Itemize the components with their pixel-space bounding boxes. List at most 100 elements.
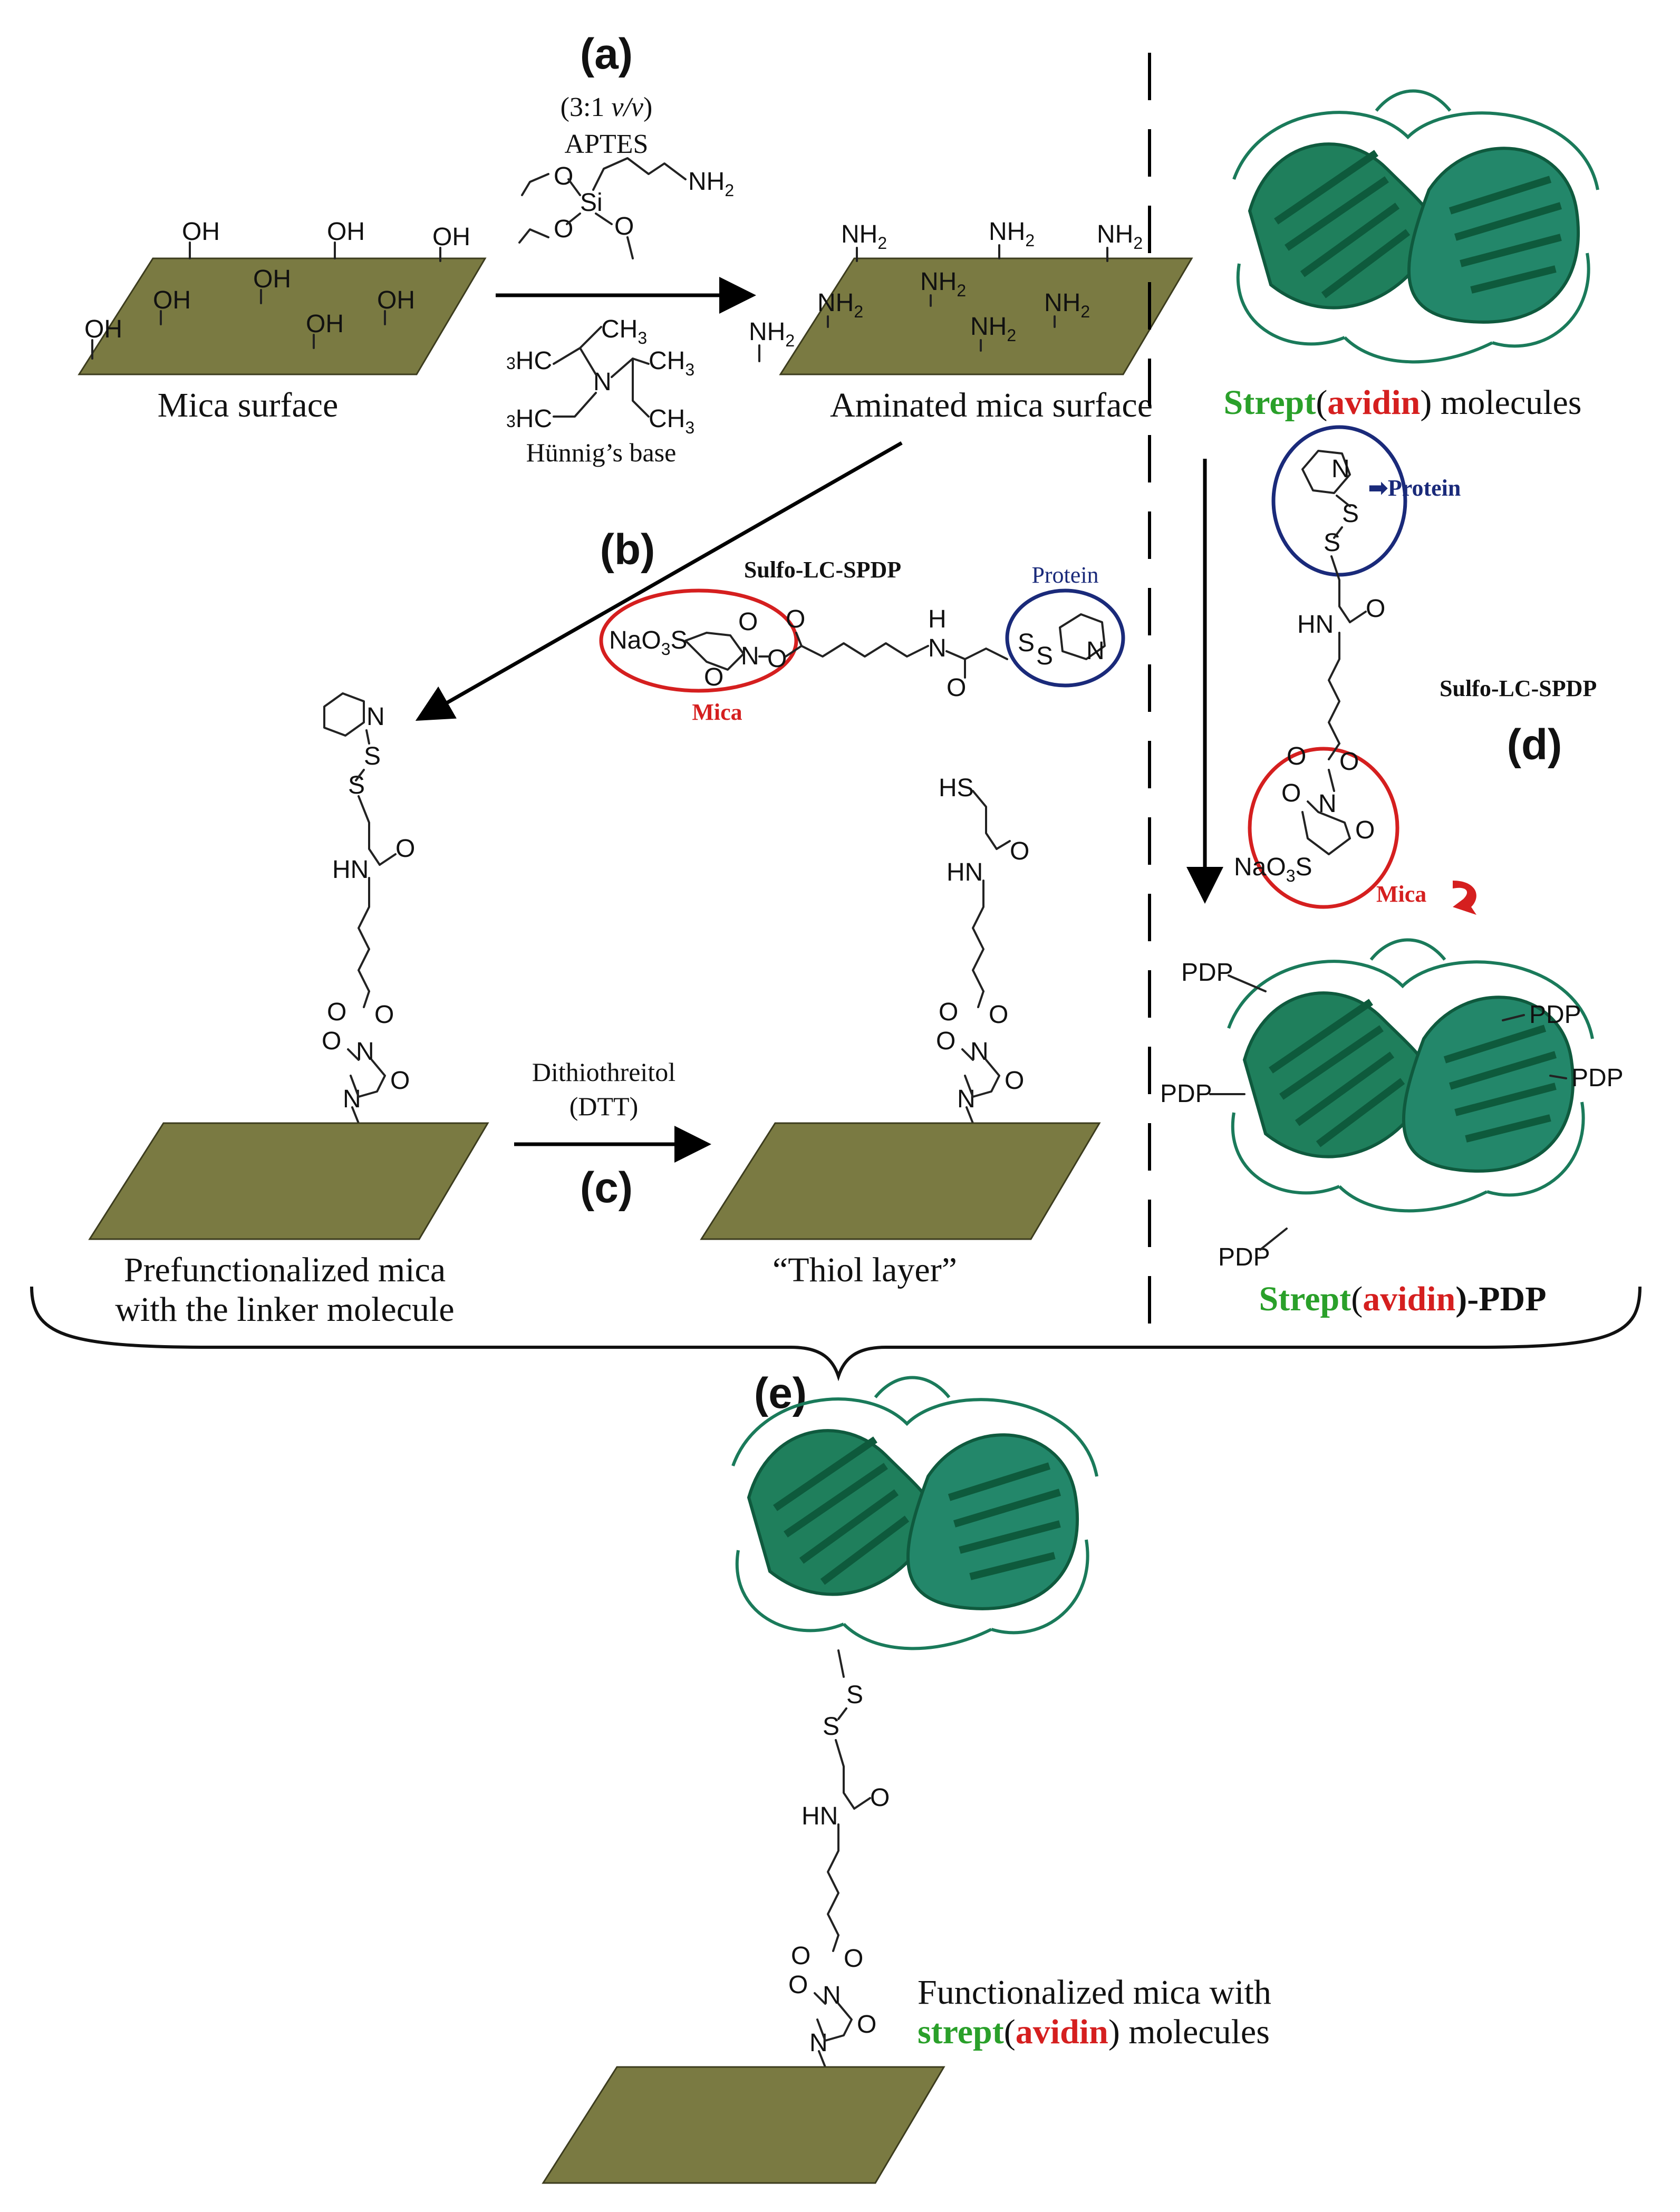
- aminated-surface-caption: Aminated mica surface: [830, 386, 1153, 424]
- svg-text:O: O: [390, 1067, 410, 1095]
- svg-text:NaO3S: NaO3S: [609, 626, 688, 659]
- svg-text:O: O: [374, 1001, 394, 1029]
- svg-text:O: O: [1005, 1067, 1024, 1095]
- protein-reactive-ring: [1271, 425, 1407, 577]
- svg-text:O: O: [870, 1784, 890, 1812]
- svg-text:PDP: PDP: [1529, 1001, 1581, 1029]
- svg-text:S: S: [364, 742, 381, 770]
- functionalized-caption-1: Functionalized mica with: [918, 1973, 1271, 2012]
- thiol-mica: [700, 1122, 1101, 1240]
- svg-text:S: S: [1018, 629, 1035, 657]
- protein-tag-b: Protein: [1031, 562, 1098, 588]
- mica-reactive-ring-b: [599, 588, 798, 693]
- pdp-groups: PDP PDP PDP PDP PDP: [1160, 959, 1624, 1271]
- svg-text:PDP: PDP: [1181, 959, 1233, 987]
- aminated-mica-surface: [779, 257, 1193, 375]
- panel-label-b: (b): [600, 526, 655, 574]
- hunig-base-label: Hünnig’s base: [526, 438, 677, 467]
- svg-text:O: O: [857, 2011, 876, 2039]
- svg-text:O: O: [554, 215, 573, 243]
- linker-attached-left: N S S HN O O O N O O N: [322, 692, 415, 1124]
- svg-text:NH2: NH2: [688, 168, 734, 200]
- functionalized-mica: [542, 2066, 945, 2184]
- svg-text:O: O: [1355, 816, 1375, 844]
- svg-text:HN: HN: [802, 1802, 838, 1830]
- svg-text:S: S: [1036, 642, 1053, 670]
- svg-text:S: S: [846, 1681, 863, 1709]
- svg-text:O: O: [322, 1027, 341, 1055]
- protein-arrow-tag: ➡Protein: [1368, 475, 1461, 501]
- svg-text:OH: OH: [432, 223, 470, 251]
- aptes-label: APTES: [565, 129, 649, 159]
- svg-text:NH2: NH2: [1044, 289, 1090, 321]
- strept-avidin-label: Strept(avidin) molecules: [1224, 383, 1582, 422]
- svg-text:N: N: [741, 642, 759, 670]
- svg-text:O: O: [395, 835, 415, 863]
- linker-horizontal: NaO3S O O N O O N H O S S N: [599, 588, 1125, 702]
- svg-text:N: N: [593, 368, 612, 396]
- svg-text:O: O: [1281, 779, 1301, 807]
- prefunctionalized-caption-1: Prefunctionalized mica: [124, 1251, 446, 1289]
- svg-text:O: O: [989, 1001, 1008, 1029]
- svg-text:HN: HN: [947, 858, 983, 886]
- mica-surface: [78, 257, 487, 375]
- svg-text:NH2: NH2: [749, 318, 795, 350]
- thiol-linker: HS HN O O O N O O N: [936, 774, 1029, 1124]
- svg-text:3HC: 3HC: [506, 405, 552, 433]
- panel-label-d: (d): [1507, 721, 1562, 769]
- svg-text:O: O: [554, 162, 573, 190]
- svg-text:N: N: [356, 1038, 374, 1066]
- mica-tag-d: Mica: [1376, 881, 1426, 907]
- aptes-ratio: (3:1 v/v): [561, 92, 653, 122]
- svg-text:NH2: NH2: [817, 289, 863, 321]
- svg-text:H: H: [928, 605, 947, 633]
- svg-text:O: O: [844, 1945, 863, 1973]
- aptes-structure: Si O O O NH2: [518, 157, 734, 259]
- svg-text:NH2: NH2: [1097, 220, 1143, 253]
- svg-text:NH2: NH2: [970, 313, 1016, 345]
- svg-text:NaO3S: NaO3S: [1234, 853, 1312, 885]
- linker-vertical: N S S HN O O O N O O NaO3S: [1234, 425, 1407, 909]
- mica-surface-caption: Mica surface: [158, 386, 339, 424]
- svg-text:CH3: CH3: [649, 405, 694, 437]
- svg-text:OH: OH: [84, 315, 122, 343]
- svg-text:O: O: [939, 998, 958, 1026]
- streptavidin-protein-top: [1234, 91, 1598, 362]
- linker-name-d: Sulfo-LC-SPDP: [1440, 675, 1597, 701]
- svg-text:PDP: PDP: [1160, 1080, 1212, 1108]
- svg-text:O: O: [788, 1971, 808, 1999]
- svg-text:PDP: PDP: [1571, 1064, 1624, 1092]
- svg-text:O: O: [786, 605, 805, 633]
- svg-text:O: O: [327, 998, 346, 1026]
- svg-text:OH: OH: [153, 286, 191, 314]
- svg-text:CH3: CH3: [601, 315, 647, 347]
- combining-brace: [30, 1286, 1642, 1382]
- immobilized-streptavidin: [733, 1378, 1097, 1649]
- amine-groups: NH2 NH2 NH2 NH2 NH2 NH2 NH2 NH2: [749, 218, 1143, 362]
- hydroxyl-groups: OH OH OH OH OH OH OH OH: [84, 218, 470, 360]
- svg-text:HN: HN: [332, 856, 369, 884]
- svg-text:O: O: [738, 608, 758, 636]
- svg-text:CH3: CH3: [649, 347, 694, 379]
- svg-text:HS: HS: [939, 774, 974, 802]
- svg-text:3HC: 3HC: [506, 347, 552, 375]
- svg-text:S: S: [1342, 500, 1359, 528]
- mica-tag-b: Mica: [692, 699, 742, 725]
- svg-text:N: N: [823, 1982, 841, 2010]
- svg-text:S: S: [823, 1713, 839, 1741]
- svg-text:O: O: [936, 1027, 955, 1055]
- svg-text:NH2: NH2: [989, 218, 1035, 250]
- svg-text:N: N: [1086, 637, 1105, 665]
- svg-text:Si: Si: [580, 189, 603, 217]
- svg-text:OH: OH: [327, 218, 365, 246]
- svg-text:N: N: [366, 703, 385, 731]
- svg-text:O: O: [614, 212, 634, 240]
- panel-label-c: (c): [580, 1164, 633, 1212]
- svg-text:OH: OH: [306, 310, 344, 338]
- svg-text:HN: HN: [1297, 611, 1334, 639]
- svg-text:O: O: [1287, 742, 1306, 770]
- svg-text:O: O: [1339, 748, 1359, 776]
- prefunctionalized-mica: [88, 1122, 489, 1240]
- linker-immobilized: S S HN O O O N O O N: [788, 1649, 890, 2068]
- streptavidin-pdp-protein: [1229, 940, 1592, 1211]
